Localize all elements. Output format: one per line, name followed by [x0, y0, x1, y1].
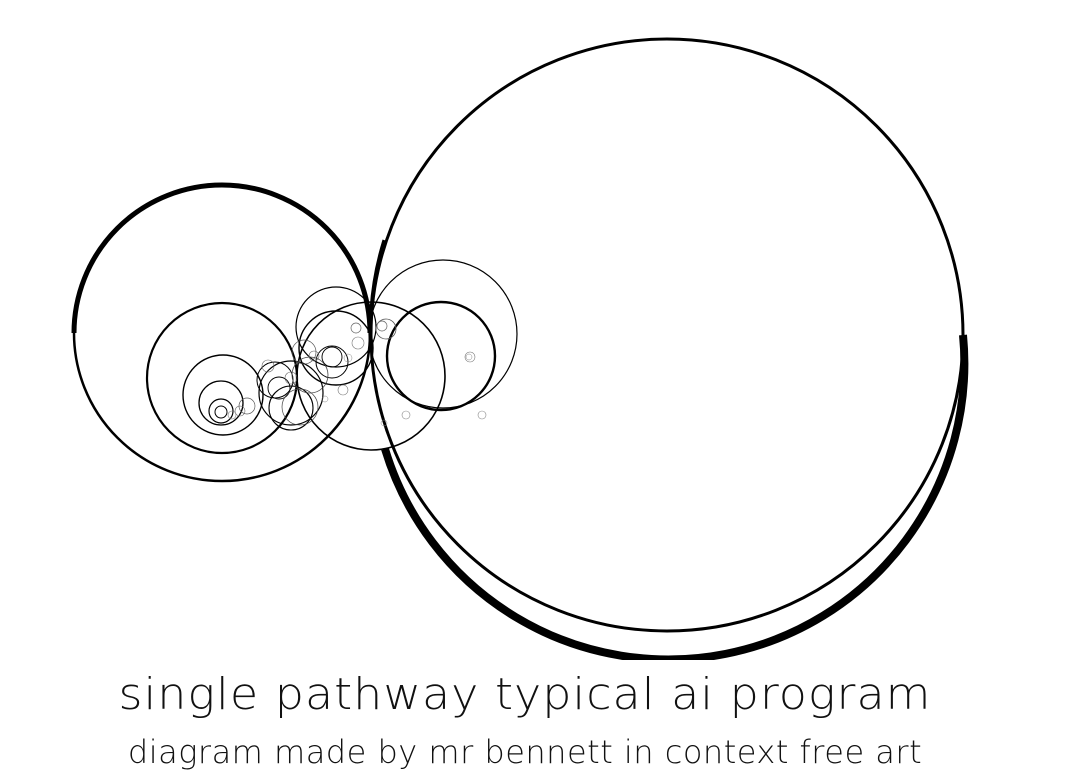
- secondary-circles: [145, 259, 518, 455]
- circle-diagram: [71, 37, 969, 660]
- diagram-title: single pathway typical ai program: [118, 668, 932, 720]
- small-circles: [198, 318, 487, 427]
- diagram-subtitle: diagram made by mr bennett in context fr…: [127, 733, 923, 771]
- large-circle: [369, 37, 969, 660]
- medium-circle: [71, 182, 373, 483]
